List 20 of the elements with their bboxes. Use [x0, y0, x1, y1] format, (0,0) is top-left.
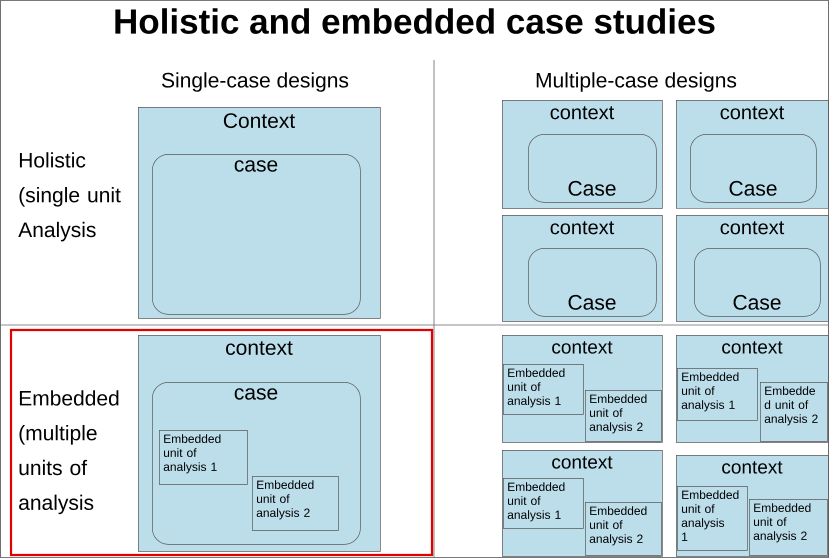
case-box: Case: [528, 248, 657, 317]
embedded-unit-box: Embedded unit of analysis 1: [159, 430, 248, 485]
case-box: case: [152, 154, 361, 315]
case-box: Case: [694, 248, 821, 317]
embedded-unit-box: Embedded unit of analysis 1: [677, 486, 748, 551]
row-header: Embedded (multiple units of analysis: [19, 390, 118, 514]
embedded-unit-box: Embedded unit of analysis 1: [677, 368, 758, 421]
case-box: Case: [528, 134, 657, 203]
embedded-unit-box: Embedde d unit of analysis 2: [760, 382, 828, 442]
embedded-unit-box: Embedded unit of analysis 2: [585, 502, 662, 556]
embedded-unit-box: Embedded unit of analysis 2: [585, 390, 662, 442]
title: Holistic and embedded case studies: [115, 8, 715, 34]
embedded-unit-box: Embedded unit of analysis 2: [252, 476, 339, 531]
embedded-unit-box: Embedded unit of analysis 1: [503, 364, 584, 415]
embedded-unit-box: Embedded unit of analysis 2: [749, 499, 828, 556]
case-box: Case: [690, 134, 817, 203]
embedded-unit-box: Embedded unit of analysis 1: [503, 478, 584, 529]
row-header: Holistic (single unit Analysis: [18, 152, 121, 242]
column-header: Multiple-case designs: [536, 72, 736, 92]
column-header: Single-case designs: [162, 72, 348, 92]
